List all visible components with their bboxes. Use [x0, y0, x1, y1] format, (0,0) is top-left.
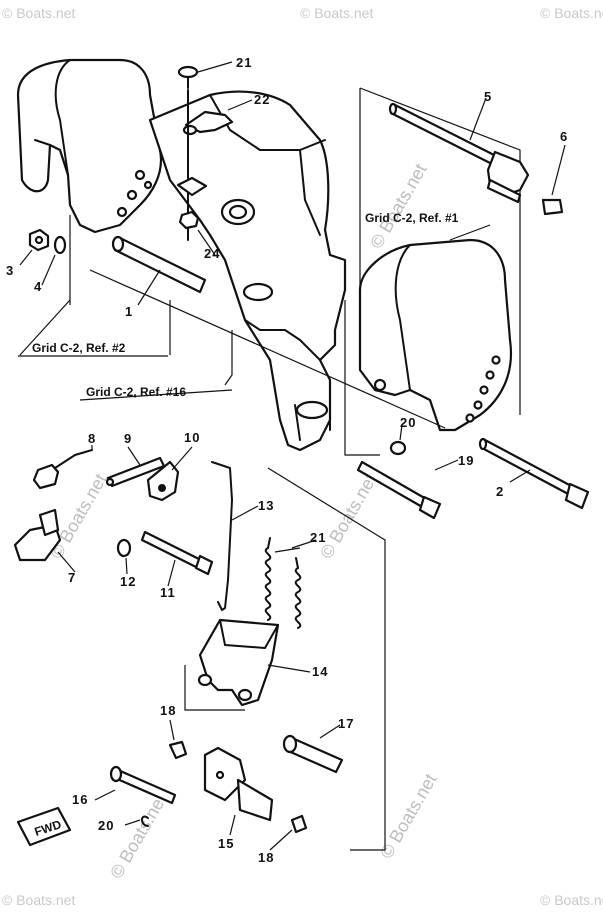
watermark-top-center: © Boats.net	[300, 5, 373, 21]
part-13-rod	[211, 461, 233, 611]
label-part-17: 17	[338, 716, 354, 731]
label-part-23: 21	[236, 55, 252, 70]
part-3-nut	[28, 228, 50, 252]
part-17-pin	[282, 734, 344, 774]
label-part-7: 7	[68, 570, 76, 585]
part-22-plate	[182, 89, 234, 241]
label-part-21: 21	[310, 530, 326, 545]
label-part-4: 4	[34, 279, 42, 294]
label-part-10: 10	[184, 430, 200, 445]
watermark-lower-left: © Boats.net	[106, 790, 170, 882]
part-7-lock-lever	[13, 508, 62, 562]
part-18-clip-upper	[168, 740, 188, 760]
leader-lines	[19, 61, 566, 851]
watermark-bottom-left: © Boats.net	[2, 892, 75, 908]
part-24-nut	[176, 176, 208, 230]
label-part-16: 16	[72, 792, 88, 807]
part-11-bolt	[140, 530, 214, 576]
label-part-22: 22	[254, 92, 270, 107]
part-18-clip-lower	[290, 814, 308, 834]
watermark-upper-right: © Boats.net	[366, 160, 430, 252]
watermark-top-right: © Boats.net	[540, 5, 603, 21]
label-part-1: 1	[125, 304, 133, 319]
label-part-6: 6	[560, 129, 568, 144]
part-19-bolt	[356, 460, 442, 520]
watermark-lower-right: © Boats.net	[376, 770, 440, 862]
part-16-bolt	[109, 765, 177, 805]
part-12-washer	[116, 538, 132, 558]
label-part-13: 13	[258, 498, 274, 513]
clamp-bracket-left	[16, 58, 163, 234]
label-part-20-upper: 20	[400, 415, 416, 430]
reference-lines	[19, 87, 521, 851]
part-20-clip-lower	[141, 815, 149, 827]
label-part-3: 3	[6, 263, 14, 278]
label-part-18-upper: 18	[160, 703, 176, 718]
watermark-bottom-right: © Boats.net	[540, 892, 603, 908]
label-part-19: 19	[458, 453, 474, 468]
part-5-trim-rod	[388, 102, 530, 204]
label-part-18-lower: 18	[258, 850, 274, 865]
label-part-20-lower: 20	[98, 818, 114, 833]
fwd-indicator: FWD	[16, 806, 72, 847]
label-part-14: 14	[312, 664, 328, 679]
label-part-2: 2	[496, 484, 504, 499]
part-14-trim-bracket	[197, 618, 280, 707]
part-2-bolt	[478, 437, 590, 510]
label-part-24: 24	[204, 246, 220, 261]
part-15-plate	[203, 746, 274, 822]
part-6-clip	[541, 198, 564, 216]
label-part-9: 9	[124, 431, 132, 446]
part-1-pin	[111, 235, 207, 294]
label-part-8: 8	[88, 431, 96, 446]
clamp-bracket-right	[358, 238, 513, 432]
ref-grid-c2-16: Grid C-2, Ref. #16	[86, 385, 186, 399]
part-4-washer	[53, 235, 67, 255]
ref-grid-c2-2: Grid C-2, Ref. #2	[32, 341, 126, 355]
label-part-15: 15	[218, 836, 234, 851]
label-part-11: 11	[160, 585, 176, 600]
part-10-lever	[146, 460, 180, 502]
label-part-5: 5	[484, 89, 492, 104]
ref-grid-c2-1: Grid C-2, Ref. #1	[365, 211, 459, 225]
part-20-clip-upper	[389, 440, 407, 456]
watermark-top-left: © Boats.net	[2, 5, 75, 21]
watermark-center: © Boats.net	[316, 470, 380, 562]
part-21-springs	[264, 537, 302, 629]
part-23-screw	[177, 65, 199, 89]
label-part-12: 12	[120, 574, 136, 589]
part-8-spring	[32, 449, 93, 490]
